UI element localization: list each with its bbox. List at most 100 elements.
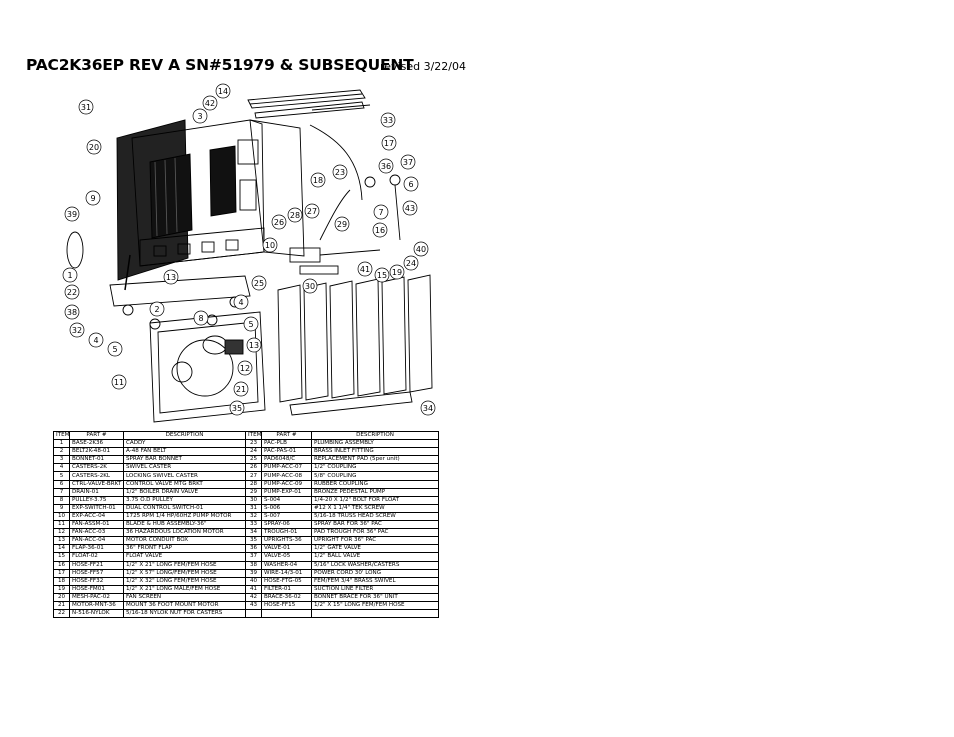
callout-27: 27 [304,203,320,219]
callout-16: 16 [372,222,388,238]
cabinet-housing [131,119,305,267]
callout-19: 19 [389,264,405,280]
table-cell: 1/2" BOILER DRAIN VALVE [123,487,246,497]
svg-text:19: 19 [392,268,402,277]
table-cell: 37 [245,552,262,562]
table-cell: 5/16-18 NYLOK NUT FOR CASTERS [123,609,246,619]
table-cell: 40 [245,576,262,586]
table-cell: 1/2" COUPLING [311,463,439,473]
fan-frame-part [149,311,266,423]
table-cell: PAD TROUGH FOR 36" PAC [311,528,439,538]
svg-text:1: 1 [67,271,72,280]
table-cell: 5/8" COUPLING [311,471,439,481]
callout-20: 20 [86,139,102,155]
table-cell: TROUGH-01 [261,528,312,538]
table-cell: 3.75 O.D PULLEY [123,495,246,505]
table-cell: PLUMBING ASSEMBLY [311,439,439,449]
callout-6: 6 [403,176,419,192]
callout-10: 10 [262,237,278,253]
cooling-pads [277,274,433,403]
table-cell: MOTOR-MNT-36 [69,600,124,611]
svg-text:6: 6 [408,180,413,189]
callout-12: 12 [237,360,253,376]
table-cell: REPLACEMENT PAD (5per unit) [311,455,439,465]
svg-text:21: 21 [236,385,246,394]
table-cell: WIRE-14/3-01 [261,568,312,578]
table-cell: CADDY [123,439,246,449]
callout-40: 40 [413,241,429,257]
table-cell: FAN SCREEN [123,592,246,602]
front-flap-part [247,89,371,119]
callout-2: 2 [149,301,165,317]
svg-text:13: 13 [166,273,176,282]
table-cell: UPRIGHT FOR 36" PAC [311,536,439,546]
table-cell: 19 [53,584,70,594]
svg-text:24: 24 [406,259,416,268]
svg-text:42: 42 [205,99,215,108]
table-cell: FAN-ACC-04 [69,536,124,546]
table-header-row: ITEM# PART # DESCRIPTION ITEM# PART # DE… [53,430,439,441]
svg-text:37: 37 [403,158,413,167]
callout-21: 21 [233,381,249,397]
table-cell: 27 [245,471,262,481]
table-cell: 14 [53,544,70,554]
callout-26: 26 [271,214,287,230]
callout-42: 42 [202,95,218,111]
table-cell: MOUNT 36 FOOT MOUNT MOTOR [123,600,246,611]
svg-text:32: 32 [72,326,82,335]
table-cell: 1/2" X 21" LONG FEM/FEM HOSE [123,560,246,570]
table-cell: BLADE & HUB ASSEMBLY-36" [123,520,246,530]
svg-text:10: 10 [265,241,275,250]
svg-text:39: 39 [67,210,77,219]
table-cell: VALVE-01 [261,544,312,554]
col-header: ITEM# [245,430,262,441]
table-cell: SUCTION LINE FILTER [311,584,439,594]
svg-text:35: 35 [232,404,242,413]
table-cell: 1/4-20 X 1/2" BOLT FOR FLOAT [311,495,439,505]
table-cell: 1/2" X 32" LONG FEM/FEM HOSE [123,576,246,586]
svg-text:36: 36 [381,162,391,171]
table-cell: EXP-SWITCH-01 [69,503,124,513]
callout-5-a: 5 [243,316,259,332]
table-cell: PULLEY-3.75 [69,495,124,505]
callout-25: 25 [251,275,267,291]
svg-text:43: 43 [405,204,415,213]
table-cell: SPRAY BAR BONNET [123,455,246,465]
svg-text:14: 14 [218,87,228,96]
table-cell: VALVE-05 [261,552,312,562]
callout-41: 41 [357,261,373,277]
callout-28: 28 [287,207,303,223]
table-cell: SPRAY BAR FOR 36" PAC [311,520,439,530]
table-cell: HOSE-FTG-05 [261,576,312,586]
callout-3: 3 [192,108,208,124]
revision-date: revised 3/22/04 [380,60,466,73]
plumbing-assembly [66,124,401,291]
callout-11: 11 [111,374,127,390]
callout-24: 24 [403,255,419,271]
svg-text:11: 11 [114,378,124,387]
table-cell: PAD6048/C [261,455,312,465]
table-cell: RUBBER COUPLING [311,479,439,489]
table-cell: HOSE-FF32 [69,576,124,586]
callout-35: 35 [229,400,245,416]
table-cell: BASE-2K36 [69,439,124,449]
table-cell: 1/2" BALL VALVE [311,552,439,562]
table-cell: 1/2" X 57" LONG/FEM/FEM HOSE [123,568,246,578]
table-cell: #12 X 1 1/4" TEK SCREW [311,503,439,513]
table-cell: 32 [245,511,262,522]
document-title: PAC2K36EP REV A SN#51979 & SUBSEQUENT [26,56,414,74]
callout-39: 39 [64,206,80,222]
table-cell: BONNET-01 [69,455,124,465]
table-cell: UPRIGHTS-36 [261,536,312,546]
table-cell: 25 [245,455,262,465]
